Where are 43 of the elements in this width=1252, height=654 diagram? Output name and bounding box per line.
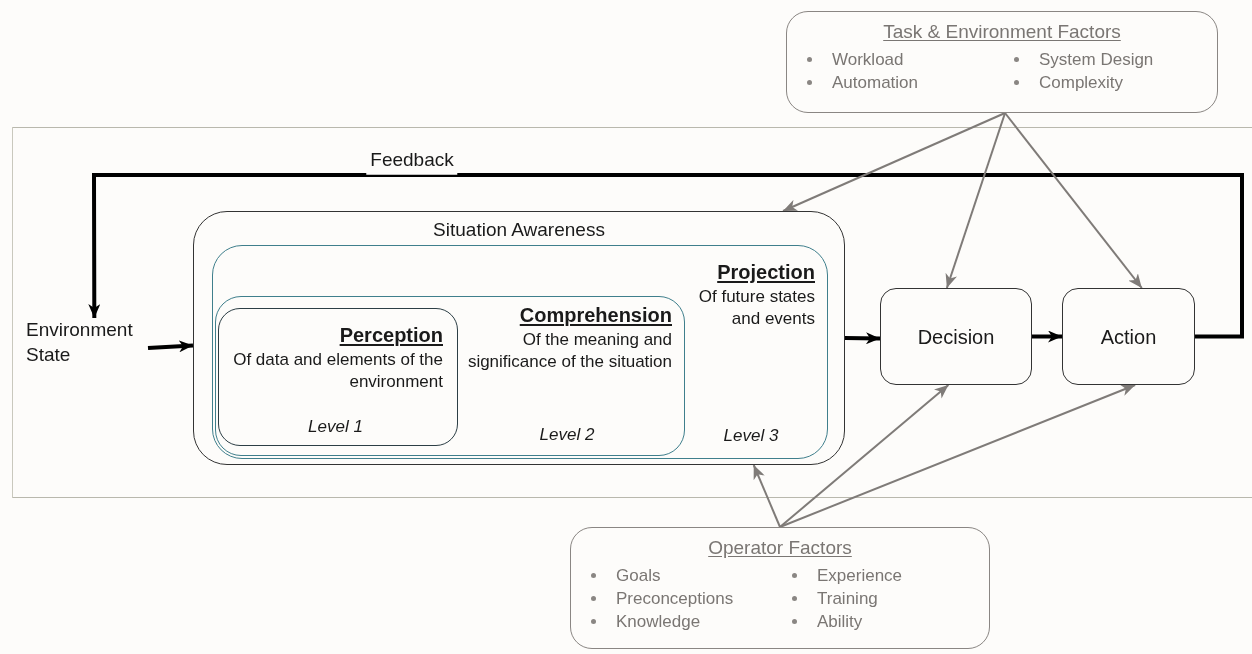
list-item: Preconceptions [616,588,734,610]
factor-box [786,11,1218,113]
level-heading: Projection [717,260,815,284]
box-heading: Situation Awareness [432,218,606,242]
list-item: Ability [817,611,863,633]
level-label: Level 1 [308,416,363,438]
arrow [88,173,1244,339]
level-label: Level 2 [539,424,595,446]
arrow [752,464,781,528]
level-heading: Perception [339,323,443,347]
process-box [1062,288,1195,385]
box-heading: Operator Factors [708,536,852,560]
level-box [215,296,685,456]
list-item: Experience [817,565,903,587]
level-description: Of the meaning and significance of the situation [466,329,672,373]
list-item: Knowledge [616,611,701,633]
level-label: Level 3 [723,425,779,447]
state-label: Environment State [26,319,133,365]
level-box [218,308,458,446]
arrow [782,112,1006,212]
list-item: Automation [832,72,918,94]
arrow [1004,112,1143,289]
box-label: Decision [917,324,995,350]
arrow [1032,330,1062,343]
process-box [880,288,1032,385]
list-item: Goals [616,565,661,587]
arrow [945,112,1006,289]
factor-box [570,527,990,649]
level-heading: Comprehension [519,303,672,327]
list-item: Complexity [1039,72,1124,94]
level-description: Of future states and events [697,286,815,330]
box-heading: Task & Environment Factors [883,20,1121,44]
list-item: System Design [1039,49,1154,71]
level-box [212,245,828,459]
arrow [779,384,1137,528]
arrow [844,332,881,345]
arrow [779,384,950,528]
box-label: Action [1100,324,1157,350]
list-item: Training [817,588,878,610]
arrow [147,340,194,353]
awareness-box [193,211,845,465]
list-item: Workload [832,49,904,71]
level-description: Of data and elements of the environment [232,349,443,393]
